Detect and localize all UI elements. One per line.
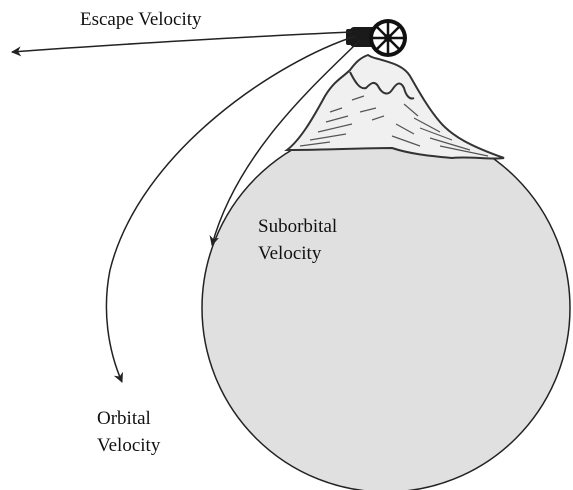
- orbital-trajectory: [105, 35, 357, 383]
- orbital-line-1: Orbital: [97, 408, 151, 429]
- cannon-icon: [346, 19, 407, 57]
- escape-velocity-text: Escape Velocity: [80, 9, 202, 30]
- suborbital-trajectory: [209, 39, 361, 246]
- escape-velocity-label: Escape Velocity: [80, 7, 202, 32]
- suborbital-line-1: Suborbital: [258, 216, 338, 237]
- escape-trajectory: [11, 31, 353, 57]
- mountain-icon: [284, 53, 505, 160]
- planet: [201, 123, 571, 490]
- suborbital-line-2: Velocity: [258, 243, 322, 264]
- suborbital-velocity-label: Suborbital Velocity: [258, 213, 337, 267]
- orbital-line-2: Velocity: [97, 435, 161, 456]
- orbital-velocity-label: Orbital Velocity: [97, 405, 160, 459]
